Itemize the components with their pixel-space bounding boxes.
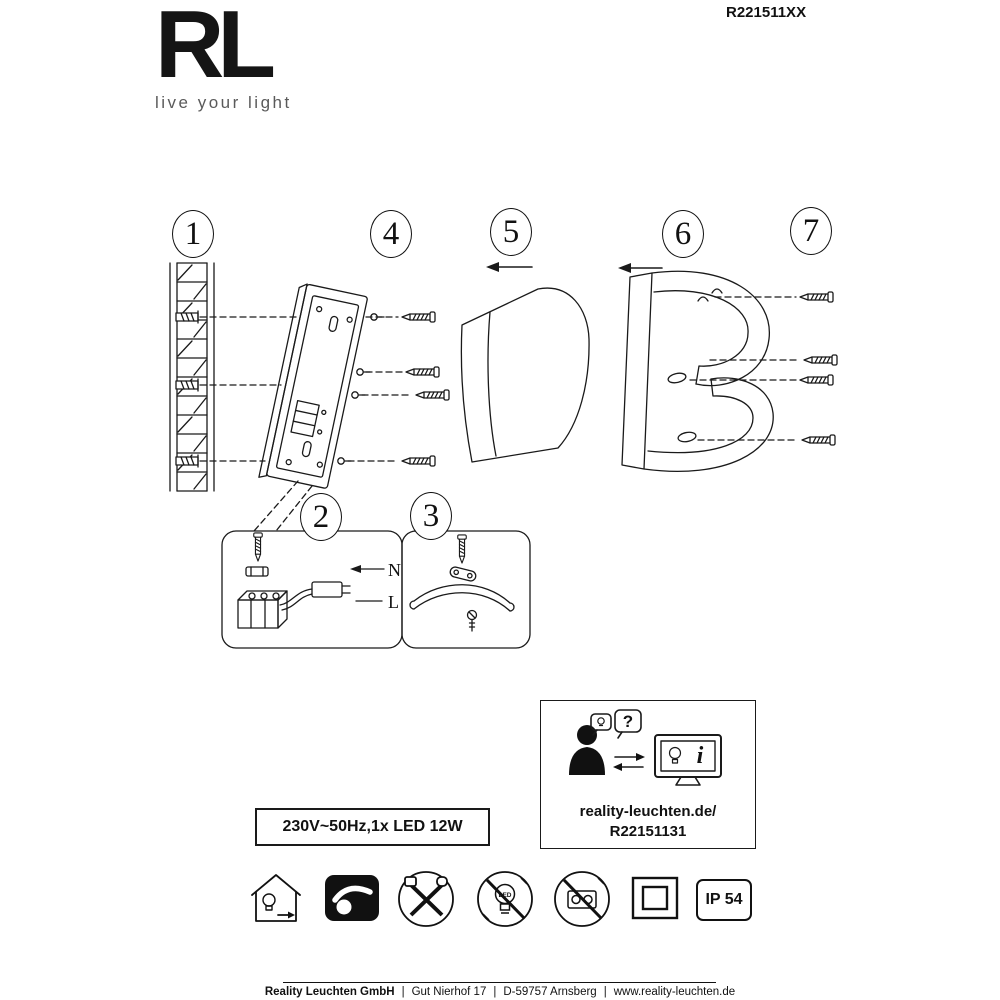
footer-city: D-59757 Arnsberg xyxy=(503,986,597,998)
wall-plug-icon xyxy=(175,310,199,324)
ip-rating-text: IP 54 xyxy=(705,891,743,908)
spec-text: 230V~50Hz,1x LED 12W xyxy=(282,818,463,835)
step-2-badge: 2 xyxy=(300,493,342,541)
wall-luminaire-icon xyxy=(325,875,379,921)
mounting-screws xyxy=(401,311,450,467)
brand-tagline: live your light xyxy=(155,92,292,112)
mounting-plate xyxy=(258,283,368,489)
footer-website: www.reality-leuchten.de xyxy=(613,986,736,998)
bracket-screws xyxy=(799,291,838,446)
led-label: LED xyxy=(499,892,512,899)
question-bubble-icon xyxy=(614,709,642,739)
wall-bracket xyxy=(621,270,774,473)
step-6-badge: 6 xyxy=(662,210,704,258)
screw-hole-markers xyxy=(337,313,385,465)
installation-diagram: N L xyxy=(169,262,838,649)
indoor-use-icon xyxy=(251,874,301,922)
bracket-detail xyxy=(409,534,515,632)
footer-company: Reality Leuchten GmbH xyxy=(264,986,395,998)
lamp-housing xyxy=(460,287,590,463)
step-4-badge: 4 xyxy=(370,210,412,258)
wall-section xyxy=(169,262,215,492)
arrow-wiring-icon xyxy=(350,565,361,573)
footer-divider xyxy=(283,982,716,983)
led-not-replaceable-icon: LED xyxy=(477,871,533,927)
footer: Reality Leuchten GmbH | Gut Nierhof 17 |… xyxy=(0,986,1000,998)
wiring-detail xyxy=(237,532,385,629)
support-pictogram: ? i xyxy=(569,709,722,786)
footer-separator: | xyxy=(493,986,497,998)
live-label: L xyxy=(388,592,399,612)
detail-box-step3 xyxy=(401,530,531,649)
bulb-bubble-icon xyxy=(590,713,612,736)
ip-rating-badge: IP 54 xyxy=(696,879,752,921)
step-5-badge: 5 xyxy=(490,208,532,256)
class-ii-icon xyxy=(631,876,679,920)
no-transformer-icon xyxy=(554,871,610,927)
wall-plug-icon xyxy=(175,378,199,392)
brand-block: RL live your light xyxy=(155,0,292,113)
question-mark: ? xyxy=(623,712,633,731)
footer-street: Gut Nierhof 17 xyxy=(411,986,487,998)
spec-box: 230V~50Hz,1x LED 12W xyxy=(255,808,490,846)
info-monitor-icon xyxy=(654,734,722,786)
arrow-step6 xyxy=(618,263,663,273)
exchange-arrows-icon xyxy=(613,753,645,771)
support-article-code: R22151131 xyxy=(609,823,687,840)
wall-plug-icon xyxy=(175,454,199,468)
footer-separator: | xyxy=(401,986,405,998)
model-number: R221511XX xyxy=(726,4,807,21)
support-box: ? i reality-leuchten.de/ R22151131 xyxy=(540,700,756,849)
info-letter: i xyxy=(697,743,704,769)
mains-plug-icon xyxy=(311,581,343,598)
step-7-badge: 7 xyxy=(790,207,832,255)
step-1-badge: 1 xyxy=(172,210,214,258)
brand-logo: RL xyxy=(155,0,276,98)
support-url: reality-leuchten.de/ xyxy=(579,803,717,820)
person-icon xyxy=(569,725,605,775)
step-3-badge: 3 xyxy=(410,492,452,540)
neutral-label: N xyxy=(388,560,401,580)
arrow-step5 xyxy=(486,262,533,272)
crossed-tools-icon xyxy=(398,871,454,927)
footer-separator: | xyxy=(603,986,607,998)
